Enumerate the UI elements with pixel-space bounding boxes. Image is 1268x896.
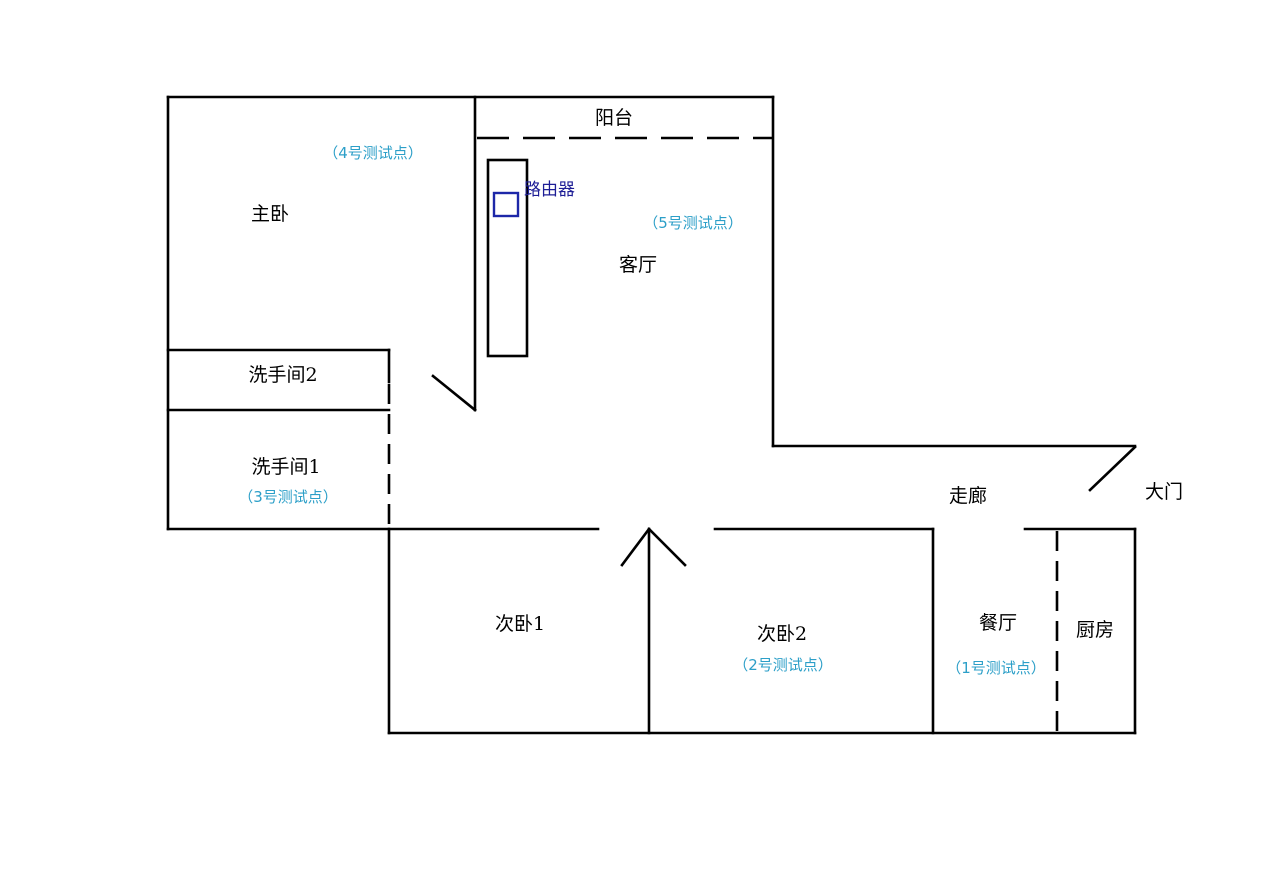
main-door-swing xyxy=(1088,445,1137,492)
room-labels: 阳台 主卧 客厅 洗手间2 洗手间1 走廊 大门 次卧1 次卧2 餐厅 厨房 xyxy=(248,107,1183,645)
test-point-4: （4号测试点） xyxy=(323,144,423,162)
router-icon xyxy=(492,191,520,218)
doors xyxy=(431,374,1137,492)
label-main-door: 大门 xyxy=(1145,481,1183,503)
test-point-2: （2号测试点） xyxy=(733,656,833,674)
master-bedroom-door-swing xyxy=(431,374,477,412)
label-master-bedroom: 主卧 xyxy=(251,203,289,225)
label-dining-room: 餐厅 xyxy=(979,612,1017,634)
label-kitchen: 厨房 xyxy=(1076,619,1114,641)
entry-arrow xyxy=(620,527,687,735)
router-cabinet xyxy=(486,158,529,358)
label-bathroom-2: 洗手间2 xyxy=(248,364,317,386)
router-label: 路由器 xyxy=(524,180,575,200)
arrow-head xyxy=(620,527,687,567)
test-point-labels: （4号测试点） （5号测试点） （3号测试点） （2号测试点） （1号测试点） xyxy=(238,144,1046,677)
label-second-bedroom-1: 次卧1 xyxy=(495,613,545,635)
label-balcony: 阳台 xyxy=(595,107,633,129)
label-second-bedroom-2: 次卧2 xyxy=(757,623,807,645)
label-bathroom-1: 洗手间1 xyxy=(251,456,320,478)
label-living-room: 客厅 xyxy=(619,254,657,276)
test-point-1: （1号测试点） xyxy=(946,659,1046,677)
test-point-5: （5号测试点） xyxy=(643,214,743,232)
label-corridor: 走廊 xyxy=(949,485,987,507)
walls xyxy=(166,95,1137,735)
router-cabinet-group: 路由器 xyxy=(486,158,575,358)
test-point-3: （3号测试点） xyxy=(238,488,338,506)
